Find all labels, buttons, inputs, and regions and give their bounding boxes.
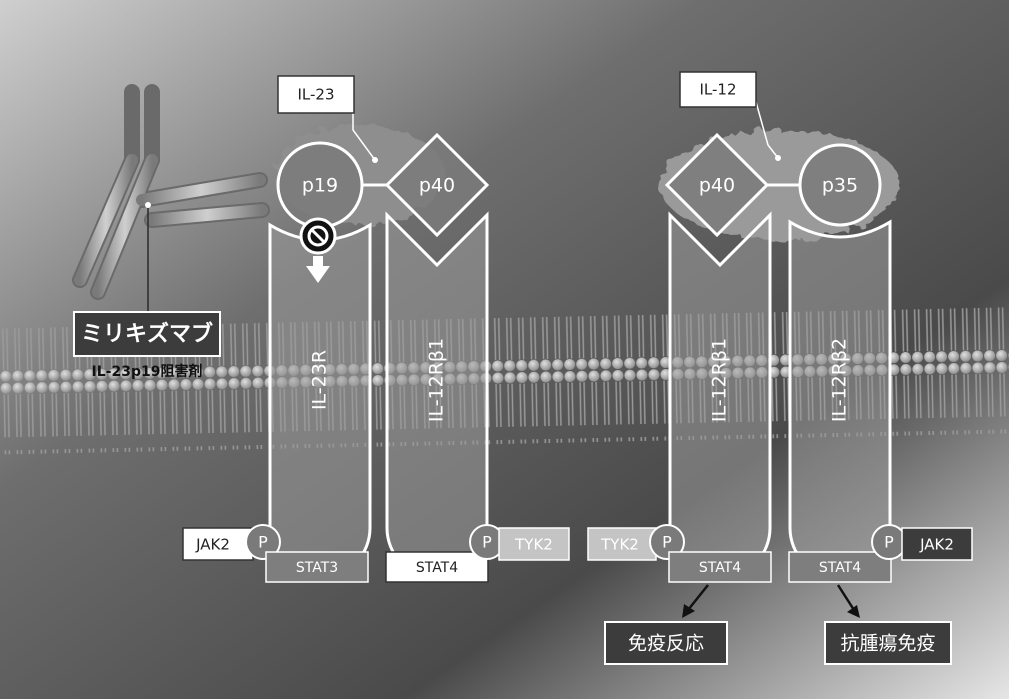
receptor-label: IL-12Rβ1 [426, 338, 448, 422]
kinase-tyk2-il12: TYK2 [588, 528, 656, 560]
svg-text:P: P [482, 533, 492, 552]
p40-label: p40 [699, 175, 735, 197]
stat-label: STAT4 [819, 560, 861, 576]
drug-name: ミリキズマブ [81, 321, 213, 347]
receptor-il12rb2: IL-12Rβ2 [790, 222, 890, 578]
phospho-badge: P [872, 525, 906, 559]
stat-label: STAT4 [416, 560, 458, 576]
callout-dot [372, 157, 378, 163]
il12-label-box: IL-12 [680, 72, 756, 107]
stat4-box-il12-left: STAT4 [669, 552, 771, 582]
p40-label: p40 [419, 175, 455, 197]
outcome-label: 免疫反応 [628, 633, 704, 655]
stat-label: STAT3 [296, 560, 338, 576]
outcome-immune-response: 免疫反応 [605, 622, 727, 664]
kinase-tyk2-il23: TYK2 [499, 528, 569, 560]
receptor-il12rb1-left: IL-12Rβ1 [387, 215, 487, 578]
svg-text:P: P [662, 533, 672, 552]
p35-label: p35 [822, 175, 858, 197]
callout-dot [775, 155, 781, 161]
il23-label: IL-23 [297, 86, 334, 104]
kinase-label: TYK2 [514, 536, 553, 554]
kinase-jak2-il23: JAK2 [183, 528, 253, 560]
il23-label-box: IL-23 [278, 76, 354, 113]
svg-text:P: P [258, 533, 268, 552]
kinase-label: TYK2 [600, 536, 639, 554]
no-entry-icon [301, 219, 335, 253]
stat4-box-il12-right: STAT4 [789, 552, 891, 582]
drug-subtitle: IL-23p19阻害剤 [92, 363, 203, 380]
stat4-box-il23: STAT4 [386, 552, 488, 582]
receptor-label: IL-12Rβ1 [709, 338, 731, 422]
kinase-label: JAK2 [195, 536, 230, 554]
svg-text:P: P [884, 533, 894, 552]
subunit-p19: p19 [278, 143, 362, 227]
receptor-il12rb1-right: IL-12Rβ1 [670, 215, 770, 578]
drug-name-box: ミリキズマブ [74, 312, 220, 356]
p19-label: p19 [302, 175, 338, 197]
stat-label: STAT4 [699, 560, 741, 576]
kinase-label: JAK2 [919, 536, 954, 554]
il12-label: IL-12 [699, 81, 736, 99]
outcome-label: 抗腫瘍免疫 [840, 633, 935, 655]
stat3-box: STAT3 [266, 552, 368, 582]
outcome-antitumor-immunity: 抗腫瘍免疫 [825, 622, 951, 664]
receptor-label: IL-23R [309, 350, 331, 410]
subunit-p35: p35 [800, 145, 880, 225]
kinase-jak2-il12: JAK2 [902, 528, 972, 560]
receptor-label: IL-12Rβ2 [829, 338, 851, 422]
